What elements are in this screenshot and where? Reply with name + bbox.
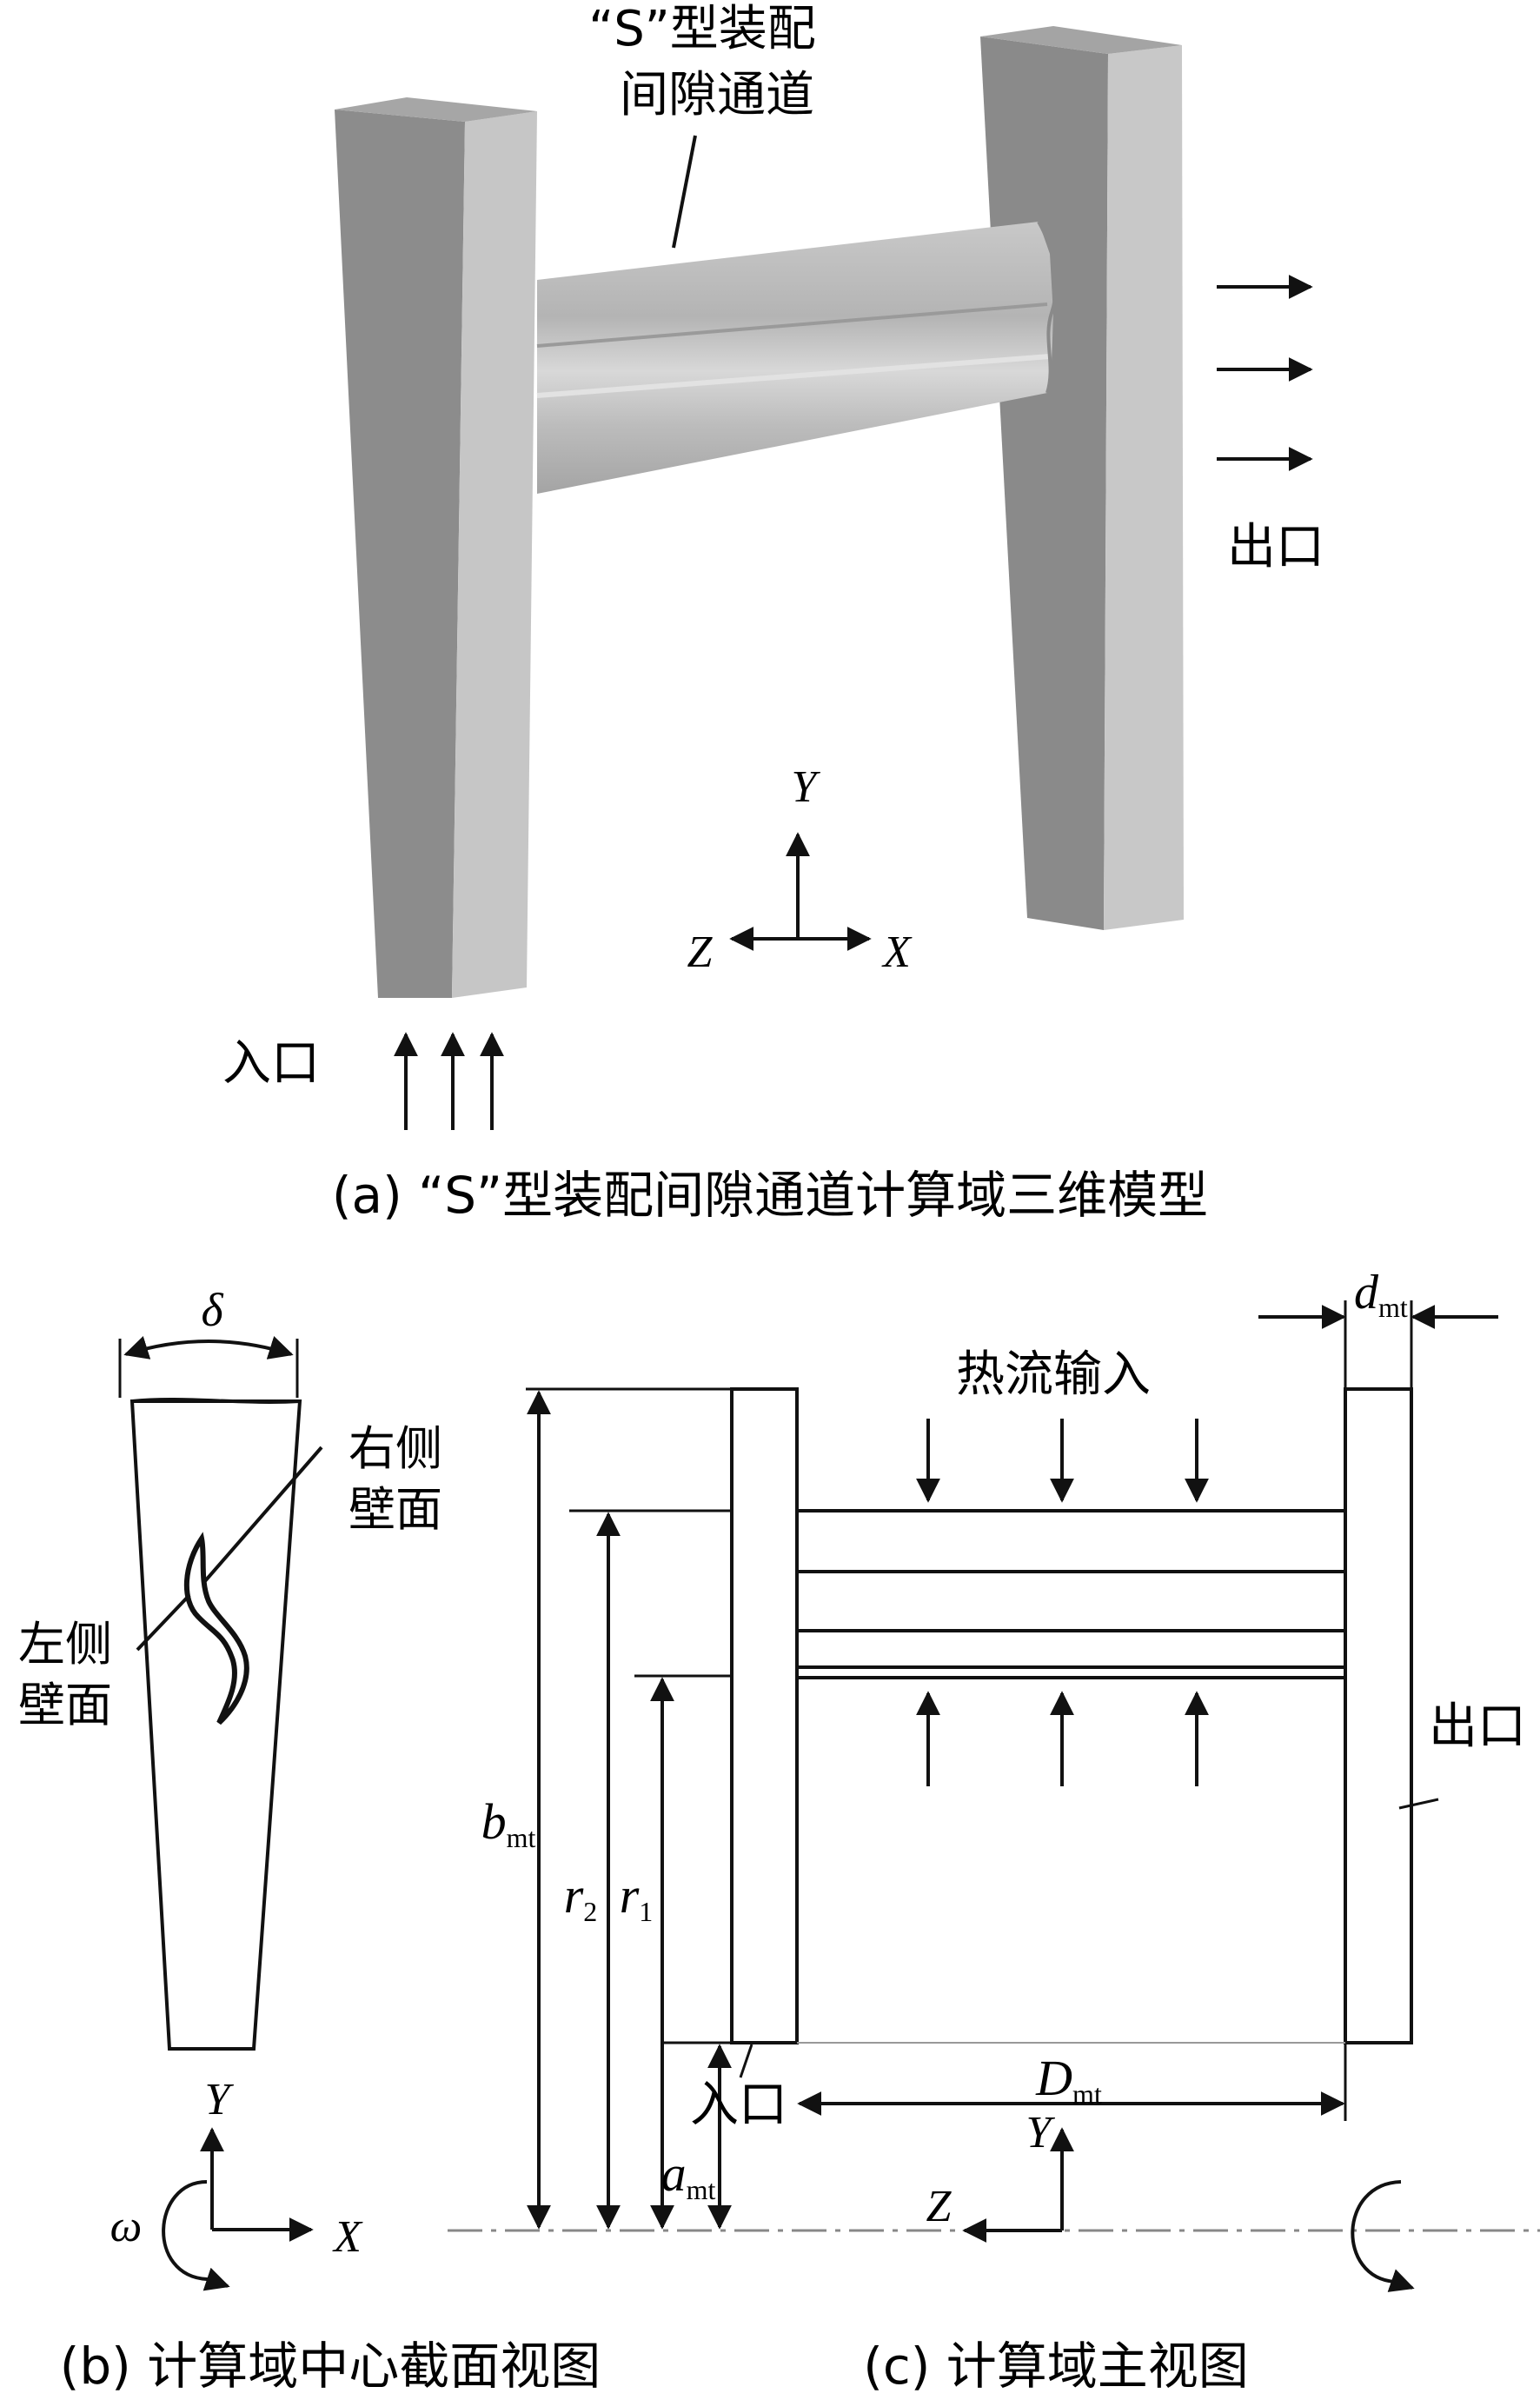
- delta-label: δ: [201, 1284, 223, 1336]
- channel-bands: [797, 1509, 1345, 2044]
- delta-dimension-arc: [123, 1336, 294, 1360]
- inlet-label-a: 入口: [222, 1035, 320, 1092]
- s-channel-tube: [536, 221, 1058, 494]
- a-mt-label: amt: [661, 2145, 716, 2205]
- left-post: [335, 97, 537, 998]
- coordinate-axes-b: [162, 2127, 314, 2291]
- inlet-leader: [739, 2044, 753, 2078]
- panel-b-cross-section: δ 右侧 壁面 左侧 壁面 Y X ω (b) 计算域中心截面视图: [18, 1284, 601, 2396]
- axis-y-a: Y: [792, 762, 821, 812]
- caption-b: (b) 计算域中心截面视图: [60, 2337, 601, 2396]
- panel-c-front-view: 热流输入 dmt 出口 bmt r2 r1 amt: [448, 1266, 1540, 2396]
- outlet-leader: [1398, 1798, 1439, 1810]
- outlet-label-c: 出口: [1429, 1699, 1526, 1755]
- axis-y-c: Y: [1026, 2108, 1056, 2157]
- panel-a-3d-model: “S”型装配 间隙通道 出口 入口 Y Z X (a) “S”型装配间隙通道计算…: [222, 1, 1324, 1225]
- axis-x-a: X: [881, 927, 913, 977]
- s-channel-section: [183, 1532, 249, 1725]
- d-mt-label: dmt: [1354, 1266, 1408, 1323]
- right-wall-line2: 壁面: [348, 1482, 442, 1537]
- inlet-flow-arrows: [394, 1032, 504, 1130]
- omega-label: ω: [110, 2202, 143, 2251]
- outlet-label-a: 出口: [1227, 519, 1324, 575]
- r2-label: r2: [564, 1867, 598, 1927]
- heat-arrows-down: [916, 1419, 1209, 1503]
- section-outline: [129, 1399, 302, 2051]
- heat-arrows-up: [916, 1691, 1209, 1786]
- D-mt-label: Dmt: [1035, 2050, 1102, 2110]
- axis-z-c: Z: [926, 2182, 953, 2231]
- rotation-symbol: [1351, 2180, 1415, 2292]
- outlet-wall: [1344, 1387, 1413, 2044]
- callout-label-line1: “S”型装配: [588, 1, 816, 57]
- right-wall-line1: 右侧: [348, 1421, 442, 1476]
- caption-a: (a) “S”型装配间隙通道计算域三维模型: [332, 1166, 1208, 1225]
- coordinate-axes-a: [729, 832, 872, 951]
- axis-y-b: Y: [205, 2075, 235, 2124]
- callout-leader: [672, 135, 697, 249]
- r1-label: r1: [620, 1867, 654, 1927]
- left-wall-line2: 壁面: [18, 1678, 112, 1732]
- inlet-label-c: 入口: [690, 2077, 787, 2133]
- outlet-flow-arrows: [1217, 275, 1313, 471]
- left-wall-line1: 左侧: [18, 1617, 112, 1672]
- caption-c: (c) 计算域主视图: [863, 2337, 1249, 2396]
- axis-x-b: X: [332, 2212, 363, 2262]
- heat-input-label: 热流输入: [956, 1346, 1151, 1403]
- coordinate-axes-c: [962, 2127, 1074, 2243]
- axis-z-a: Z: [687, 927, 714, 977]
- right-post: [980, 26, 1184, 930]
- inlet-wall: [730, 1387, 799, 2044]
- b-mt-label: bmt: [481, 1793, 536, 1853]
- callout-label-line2: 间隙通道: [620, 67, 814, 123]
